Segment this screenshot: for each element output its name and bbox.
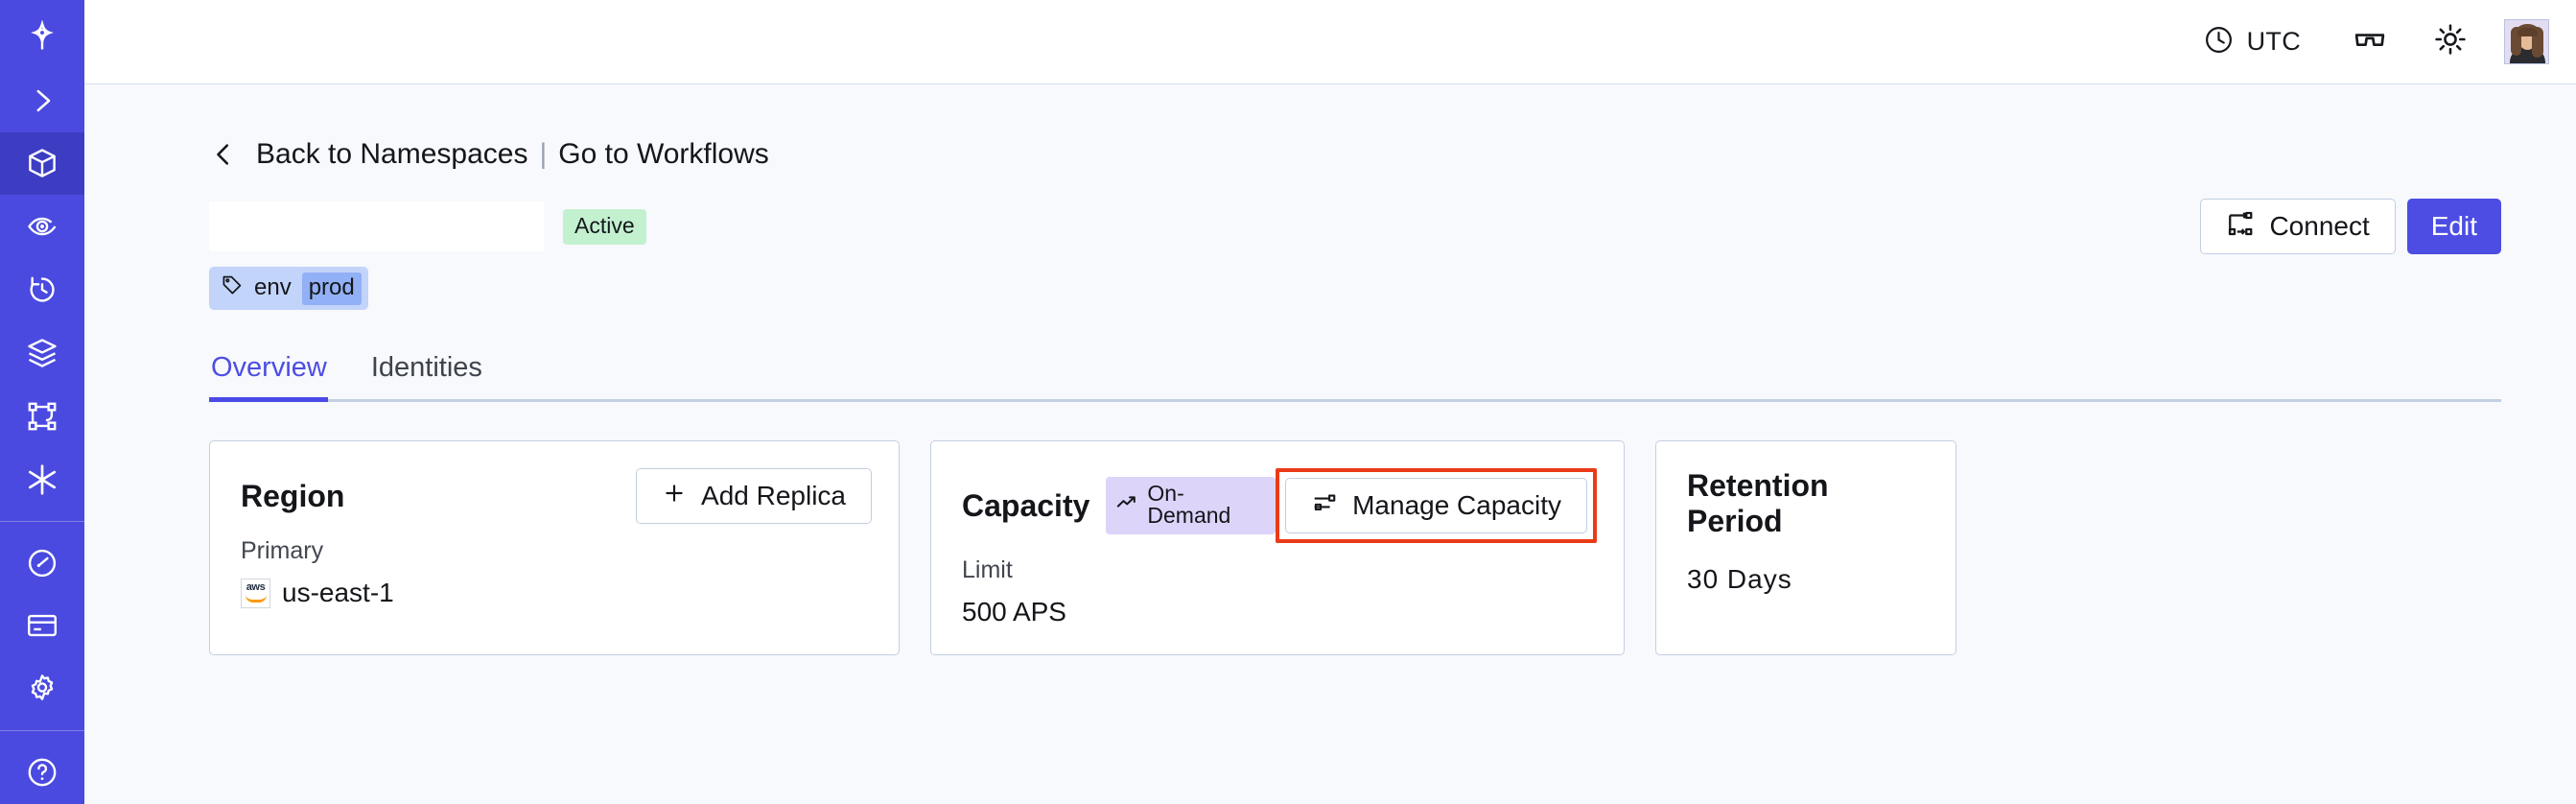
- sidebar-item-usage[interactable]: [0, 532, 84, 595]
- tag-value: prod: [301, 272, 362, 305]
- on-demand-badge-label: On-Demand: [1147, 481, 1231, 528]
- avatar[interactable]: [2504, 19, 2549, 64]
- connect-button-label: Connect: [2269, 211, 2370, 241]
- sliders-icon: [1311, 489, 1338, 523]
- top-bar: UTC: [84, 0, 2576, 84]
- chevron-left-icon[interactable]: [209, 140, 238, 169]
- theme-toggle-button[interactable]: [2424, 15, 2477, 69]
- gauge-icon: [25, 546, 59, 580]
- add-replica-button[interactable]: Add Replica: [636, 468, 872, 524]
- layers-icon: [25, 336, 59, 370]
- connect-button[interactable]: Connect: [2200, 199, 2396, 254]
- region-primary-value-row: aws us-east-1: [241, 578, 872, 608]
- overview-cards: Region Add Replica Primary: [209, 440, 2501, 655]
- breadcrumb-workflows-link[interactable]: Go to Workflows: [558, 138, 769, 170]
- namespace-header-row: Active: [209, 198, 2501, 255]
- timezone-label: UTC: [2246, 27, 2301, 56]
- capacity-card: Capacity On-Demand: [930, 440, 1625, 655]
- plus-icon: [662, 481, 687, 512]
- manage-capacity-highlight: Manage Capacity: [1276, 468, 1597, 543]
- sidebar-item-workflows[interactable]: [0, 385, 84, 448]
- breadcrumb: Back to Namespaces | Go to Workflows: [209, 138, 2501, 171]
- manage-capacity-button[interactable]: Manage Capacity: [1285, 478, 1587, 533]
- on-demand-badge: On-Demand: [1106, 477, 1276, 534]
- temporal-logo-icon: [25, 19, 59, 55]
- sidebar-item-namespaces[interactable]: [0, 131, 84, 196]
- capacity-card-title: Capacity: [962, 487, 1090, 523]
- region-card-header: Region Add Replica: [241, 468, 872, 524]
- tag-key: env: [254, 273, 292, 300]
- sidebar-item-billing[interactable]: [0, 595, 84, 658]
- capacity-limit-value: 500 APS: [962, 597, 1066, 627]
- cube-icon: [25, 146, 59, 180]
- aws-logo-smile: [246, 595, 267, 603]
- region-card: Region Add Replica Primary: [209, 440, 900, 655]
- credit-card-icon: [25, 608, 59, 643]
- avatar-fringe: [2517, 28, 2538, 36]
- workflow-graph-icon: [25, 399, 59, 434]
- clock-history-icon: [25, 272, 59, 307]
- status-badge: Active: [563, 208, 646, 245]
- sidebar-item-expand[interactable]: [0, 69, 84, 132]
- retention-card: Retention Period 30 Days: [1655, 440, 1956, 655]
- page-title: [209, 201, 544, 251]
- retention-value: 30 Days: [1687, 564, 1792, 594]
- tab-identities[interactable]: Identities: [370, 352, 482, 383]
- sidebar-item-help[interactable]: [0, 741, 84, 804]
- retention-card-header: Retention Period: [1687, 468, 1929, 539]
- region-primary-label: Primary: [241, 537, 324, 564]
- tag-env[interactable]: env prod: [209, 267, 368, 310]
- connect-icon: [2226, 209, 2255, 245]
- capacity-card-header: Capacity On-Demand: [962, 468, 1597, 543]
- aws-logo-icon: aws: [241, 578, 270, 608]
- manage-capacity-label: Manage Capacity: [1352, 490, 1561, 520]
- timezone-selector[interactable]: UTC: [2203, 24, 2301, 60]
- edit-button-label: Edit: [2430, 211, 2477, 241]
- help-circle-icon: [25, 755, 59, 790]
- region-card-title: Region: [241, 478, 345, 513]
- retention-card-title: Retention Period: [1687, 468, 1829, 538]
- sun-icon: [2433, 22, 2468, 61]
- sidebar-item-workers[interactable]: [0, 321, 84, 385]
- breadcrumb-back-link[interactable]: Back to Namespaces: [256, 138, 528, 170]
- asterisk-icon: [24, 461, 60, 498]
- chevron-right-icon: [26, 84, 59, 117]
- region-primary-value: us-east-1: [282, 578, 394, 607]
- glasses-icon: [2352, 21, 2388, 62]
- sidebar-item-nexus[interactable]: [0, 448, 84, 511]
- eye-icon: [25, 209, 59, 244]
- gear-icon: [25, 672, 59, 706]
- sidebar-item-temporal-logo[interactable]: [0, 6, 84, 69]
- tab-overview[interactable]: Overview: [209, 352, 349, 402]
- add-replica-label: Add Replica: [701, 481, 846, 510]
- main-area: UTC: [84, 0, 2576, 804]
- header-actions: Connect Edit: [2200, 199, 2501, 254]
- tag-icon: [221, 273, 244, 301]
- edit-button[interactable]: Edit: [2406, 199, 2501, 254]
- primary-sidebar: [0, 0, 84, 804]
- sidebar-item-settings[interactable]: [0, 657, 84, 721]
- sidebar-divider-top: [0, 520, 84, 522]
- sidebar-divider-bottom: [0, 730, 84, 732]
- page-content: Back to Namespaces | Go to Workflows Act…: [84, 84, 2576, 804]
- avatar-hair-left: [2511, 27, 2521, 56]
- tab-bar: Overview Identities: [209, 352, 2501, 402]
- aws-logo-text: aws: [246, 580, 266, 593]
- glasses-icon-button[interactable]: [2343, 15, 2397, 69]
- trending-up-icon: [1115, 491, 1138, 518]
- sidebar-item-schedules[interactable]: [0, 258, 84, 321]
- namespace-tags: env prod: [209, 267, 2501, 310]
- breadcrumb-separator: |: [539, 138, 548, 170]
- sidebar-item-observability[interactable]: [0, 195, 84, 258]
- clock-icon: [2203, 24, 2235, 60]
- capacity-limit-label: Limit: [962, 556, 1013, 583]
